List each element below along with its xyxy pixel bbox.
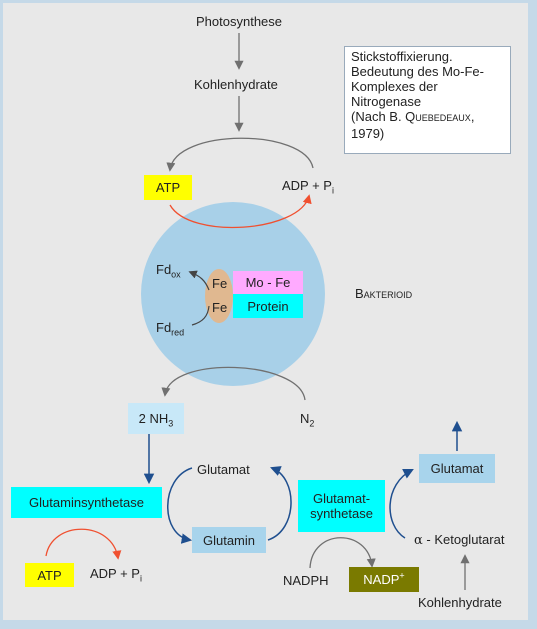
- nh3-box: 2 NH3: [128, 403, 184, 434]
- caption-line6: 1979): [351, 126, 385, 141]
- glutamatsynthetase-label-1: Glutamat-: [312, 491, 371, 506]
- atp-top-box: ATP: [144, 175, 192, 200]
- label-ketoglutarat: α - Ketoglutarat: [414, 532, 505, 548]
- label-bakterioid: BAKTERIOID: [355, 286, 413, 301]
- nadp-label: NADP+: [363, 570, 405, 587]
- label-fd-ox: Fdox: [156, 262, 181, 280]
- nh3-label: 2 NH3: [138, 411, 174, 429]
- arc-glutamin-to-glutamat: [267, 466, 292, 541]
- glutamatsynthetase-label-2: synthetase: [310, 506, 373, 521]
- label-kohlenhydrate-bottom: Kohlenhydrate: [418, 595, 502, 610]
- glutamin-box: Glutamin: [192, 527, 266, 553]
- glutaminsynthetase-label: Glutaminsynthetase: [29, 495, 144, 510]
- protein-box: Protein: [233, 294, 303, 318]
- atp-bottom-box: ATP: [25, 563, 74, 587]
- label-adp-bottom: ADP + Pi: [90, 566, 142, 584]
- glutaminsynthetase-box: Glutaminsynthetase: [11, 487, 162, 518]
- arc-atp-to-adp: [169, 194, 312, 229]
- label-n2: N2: [300, 411, 315, 429]
- arc-adp-to-atp: [166, 137, 314, 172]
- label-fd-red: Fdred: [156, 320, 185, 338]
- arrow-fe-to-fdox: [188, 270, 210, 291]
- label-fe-1: Fe: [212, 276, 228, 291]
- caption-line2: Bedeutung des Mo-Fe-: [351, 64, 484, 79]
- label-adp-top: ADP + Pi: [282, 178, 334, 196]
- caption-line4: Nitrogenase: [351, 94, 422, 109]
- caption-line5: (Nach B. QUEBEDEAUX,: [351, 109, 475, 124]
- label-nadph: NADPH: [283, 573, 329, 588]
- arc-ketoglutarat-to-glutamat: [389, 469, 414, 539]
- label-kohlenhydrate-top: Kohlenhydrate: [194, 77, 278, 92]
- arc-fdred: [191, 305, 210, 326]
- caption-box: Stickstoffixierung. Bedeutung des Mo-Fe-…: [344, 46, 511, 154]
- label-photosynthese: Photosynthese: [196, 14, 283, 29]
- atp-top-label: ATP: [155, 180, 181, 195]
- glutamat-right-label: Glutamat: [430, 461, 484, 476]
- arc-n2-to-nh3: [161, 366, 306, 401]
- arc-glutamat-to-glutamin: [167, 467, 193, 544]
- mofe-label: Mo - Fe: [245, 275, 291, 290]
- glutamin-label: Glutamin: [202, 532, 256, 548]
- atp-bottom-label: ATP: [37, 567, 62, 583]
- label-glutamat-mid: Glutamat: [197, 462, 250, 477]
- mofe-box: Mo - Fe: [233, 271, 303, 294]
- label-fe-2: Fe: [212, 300, 228, 315]
- glutamatsynthetase-box: Glutamat- synthetase: [298, 480, 385, 532]
- arc-nadph-to-nadp: [309, 537, 376, 569]
- fe-cluster: [205, 269, 233, 323]
- glutamat-right-box: Glutamat: [419, 454, 495, 483]
- arc-atp-bottom: [45, 528, 122, 560]
- caption-line3: Komplexes der: [351, 79, 438, 94]
- nadp-box: NADP+: [349, 567, 419, 592]
- caption-line1: Stickstoffixierung.: [351, 49, 453, 64]
- protein-label: Protein: [247, 298, 289, 314]
